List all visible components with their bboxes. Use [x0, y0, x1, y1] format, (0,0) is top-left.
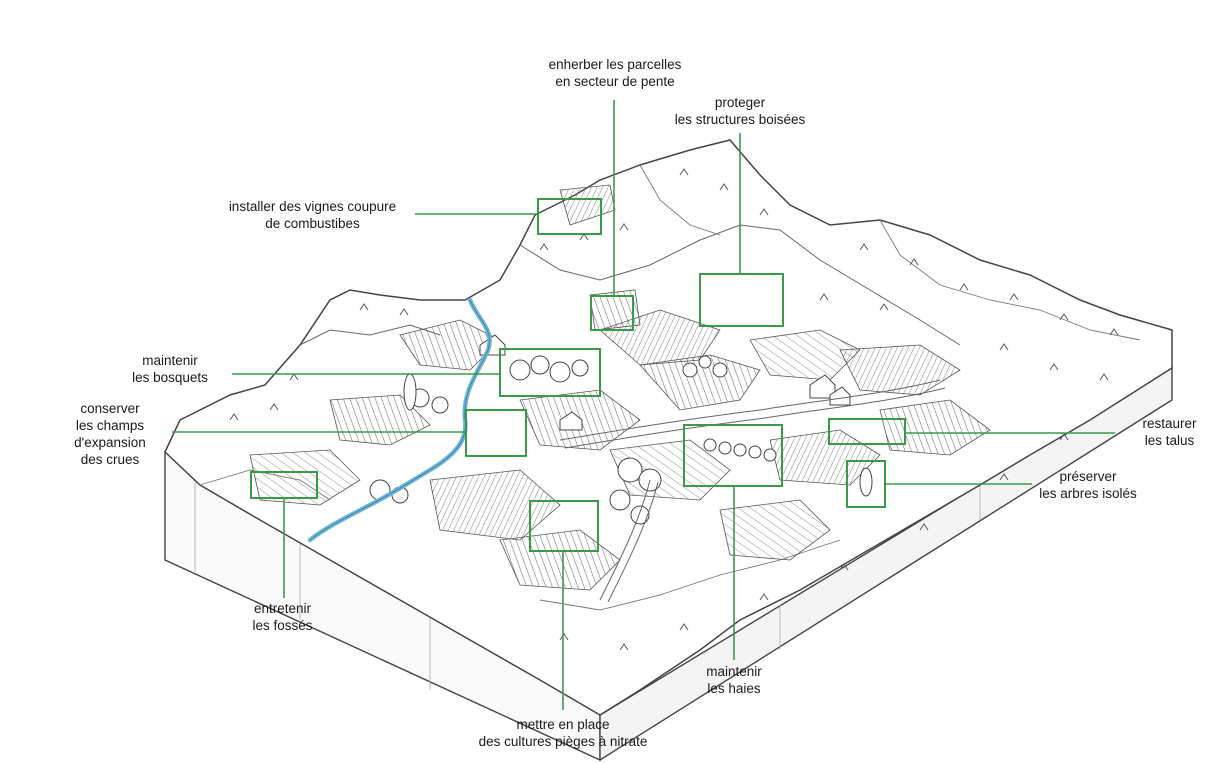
top-surface — [164, 139, 1173, 716]
label-fosses-line1: entretenir — [253, 601, 312, 616]
label-haies-line2: les haies — [707, 681, 761, 696]
label-proteger-line2: les structures boisées — [674, 112, 806, 127]
label-haies-line1: maintenir — [706, 664, 762, 679]
label-crues-line1: conserver — [80, 401, 140, 416]
farm-buildings — [479, 334, 851, 431]
label-arbres-line2: les arbres isolés — [1039, 486, 1137, 501]
label-crues-line4: des crues — [80, 452, 140, 467]
label-haies: maintenir les haies — [680, 663, 788, 697]
label-bosquets: maintenir les bosquets — [115, 352, 225, 386]
label-bosquets-line1: maintenir — [142, 353, 198, 368]
label-talus-line2: les talus — [1144, 433, 1195, 448]
label-crues-line2: les champs — [75, 418, 145, 433]
label-fosses: entretenir les fossés — [225, 600, 340, 634]
callout-lines — [172, 100, 1115, 710]
label-vignes-line1: installer des vignes coupure — [228, 199, 397, 214]
label-enherber: enherber les parcelles en secteur de pen… — [530, 56, 700, 90]
label-bosquets-line2: les bosquets — [132, 370, 208, 385]
label-crues: conserver les champs d'expansion des cru… — [55, 400, 165, 468]
label-talus: restaurer les talus — [1122, 415, 1217, 449]
label-nitrate-line1: mettre en place — [516, 717, 610, 732]
label-talus-line1: restaurer — [1142, 416, 1197, 431]
label-arbres-line1: préserver — [1059, 469, 1117, 484]
label-crues-line3: d'expansion — [74, 435, 146, 450]
tree-clusters — [369, 355, 873, 525]
label-fosses-line2: les fossés — [252, 618, 313, 633]
label-proteger-line1: proteger — [714, 95, 766, 110]
label-enherber-line1: enherber les parcelles — [548, 57, 682, 72]
label-vignes: installer des vignes coupure de combusti… — [205, 198, 420, 232]
roads — [559, 379, 946, 603]
label-enherber-line2: en secteur de pente — [555, 74, 675, 89]
river-outline — [309, 299, 490, 541]
label-nitrate-line2: des cultures pièges à nitrate — [478, 734, 648, 749]
label-vignes-line2: de combustibes — [265, 216, 360, 231]
label-arbres: préserver les arbres isolés — [1018, 468, 1158, 502]
callout-boxes — [250, 198, 906, 552]
label-nitrate: mettre en place des cultures pièges à ni… — [445, 716, 681, 750]
label-proteger: proteger les structures boisées — [650, 94, 830, 128]
scrub-marks — [229, 168, 1119, 651]
